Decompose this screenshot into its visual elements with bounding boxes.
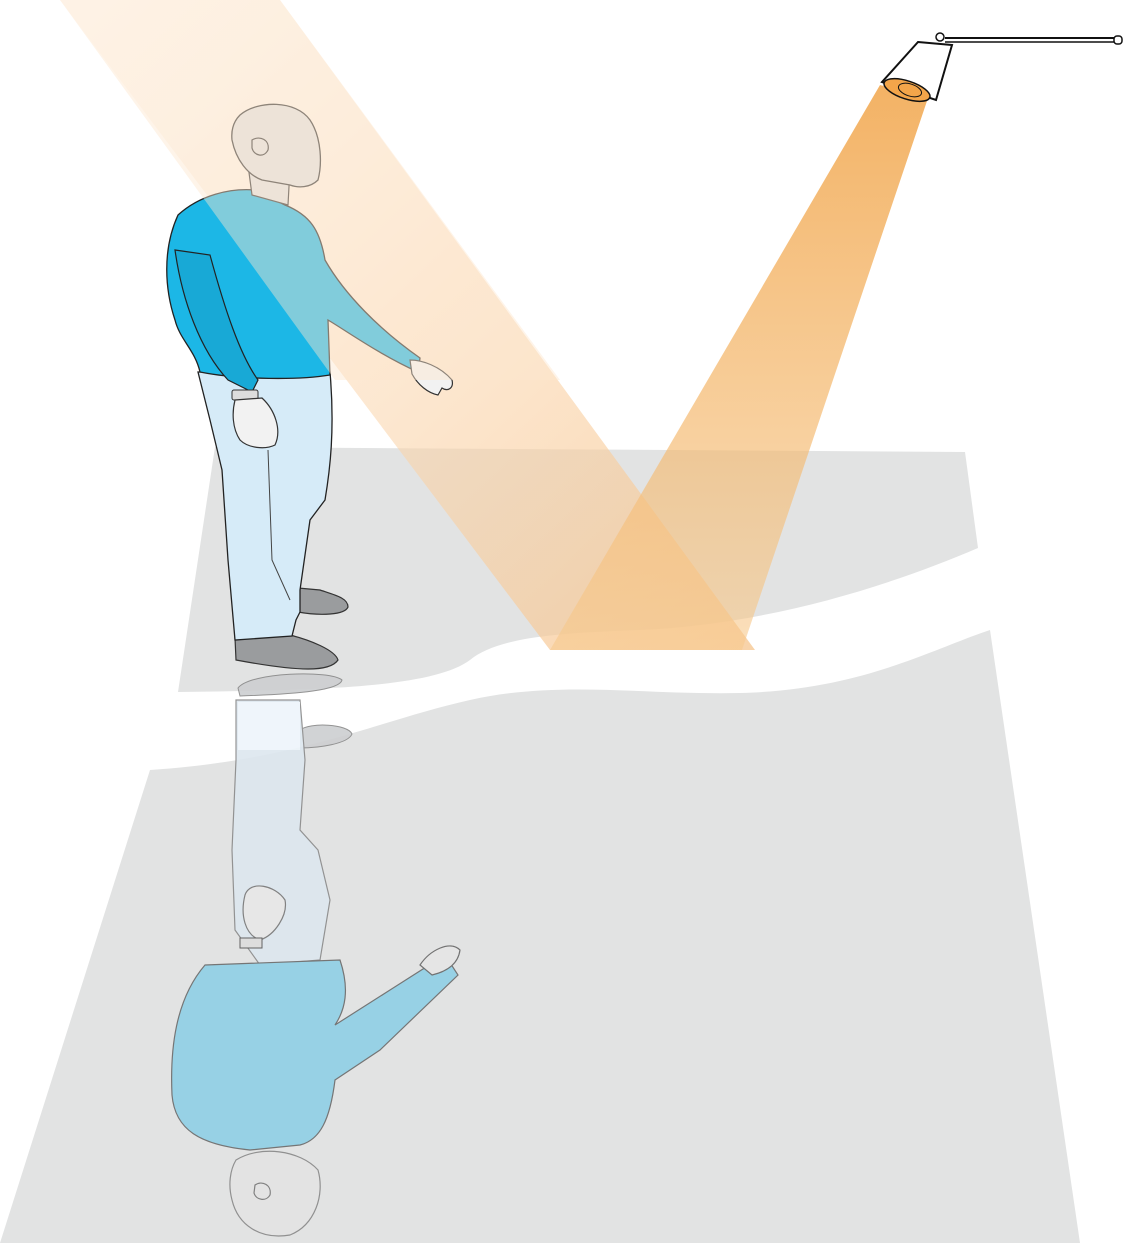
lamp-pivot — [936, 33, 944, 41]
reflection-watch — [240, 938, 262, 948]
floor-front-panel — [0, 630, 1080, 1243]
lamp-arm-cap — [1114, 36, 1122, 44]
spotlight-icon — [881, 33, 1122, 106]
reflected-beam-overlay — [60, 0, 560, 380]
reflection-jeans-highlight — [238, 702, 300, 750]
